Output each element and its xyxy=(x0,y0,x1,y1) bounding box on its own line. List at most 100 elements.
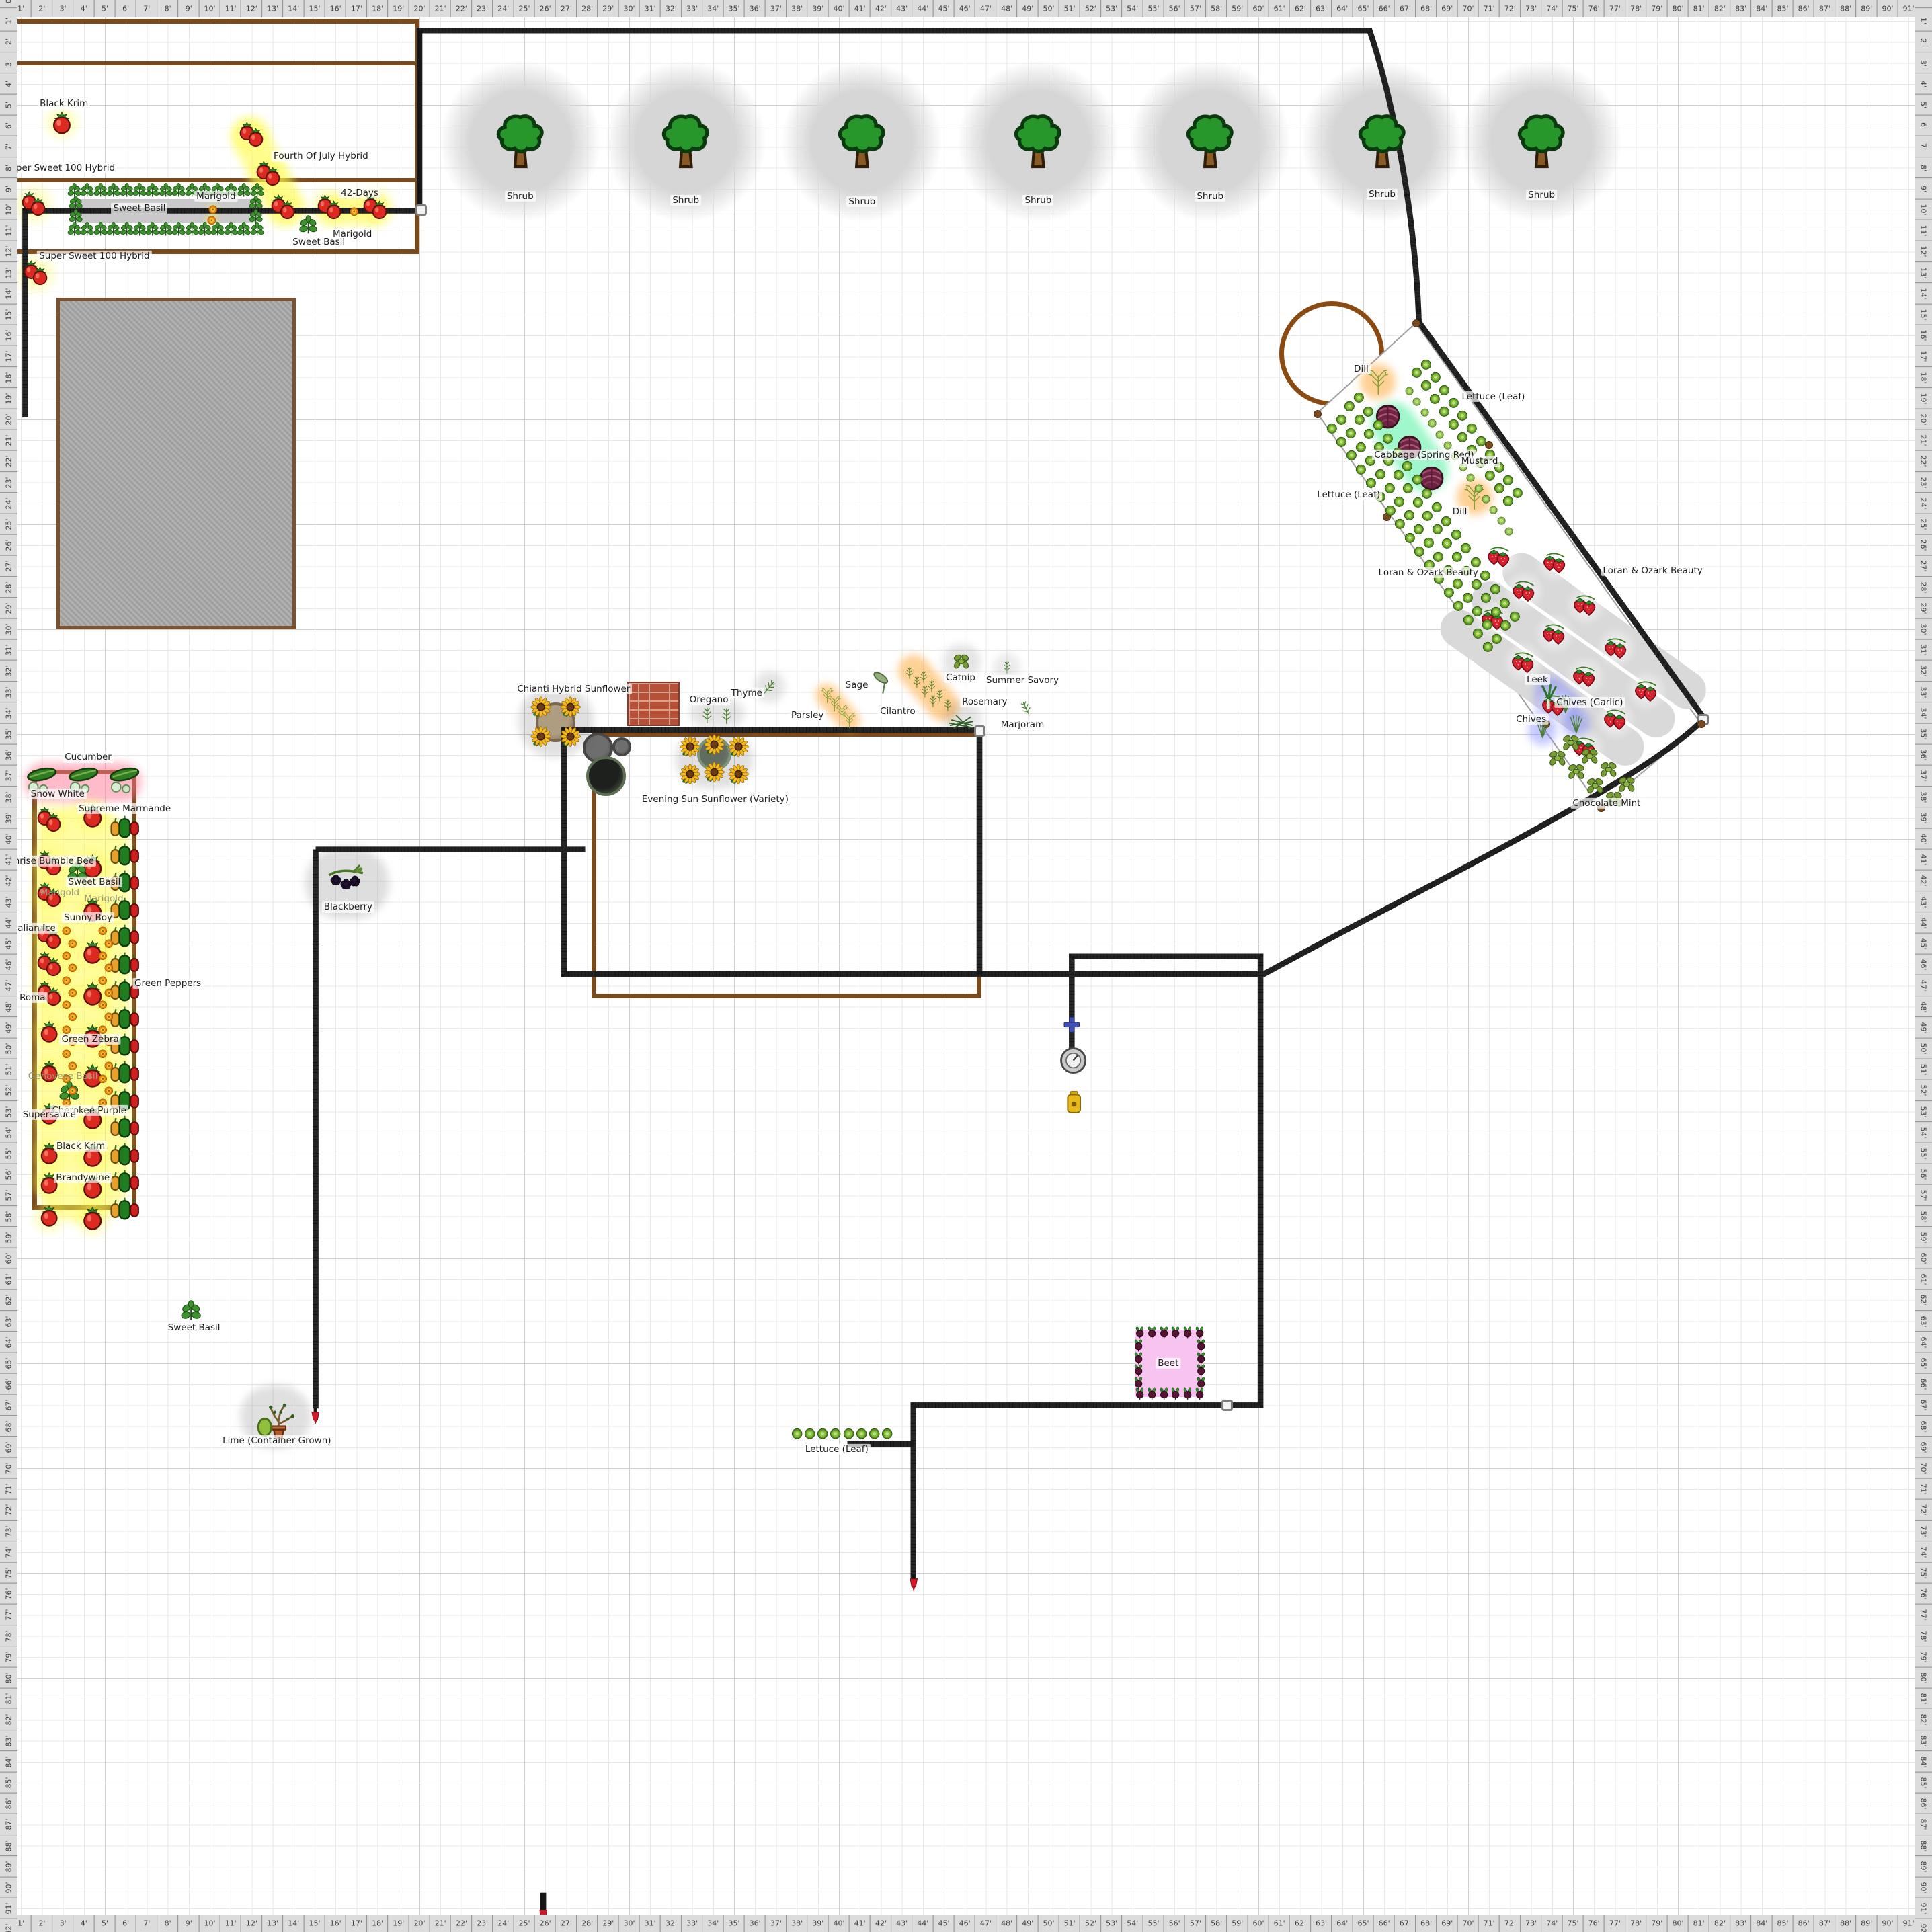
pepper-icon[interactable] xyxy=(109,813,140,844)
sprig-icon[interactable] xyxy=(932,688,947,702)
beet-icon[interactable] xyxy=(1195,1352,1207,1365)
plant-label[interactable]: Green Peppers xyxy=(132,978,204,990)
lettuce-icon[interactable] xyxy=(1431,523,1444,536)
valve-icon[interactable] xyxy=(1063,1016,1081,1034)
beet-icon[interactable] xyxy=(1158,1326,1170,1339)
blackberry-icon[interactable] xyxy=(326,861,366,901)
marigold-icon[interactable] xyxy=(67,1012,78,1022)
plant-label[interactable]: Evening Sun Sunflower (Variety) xyxy=(639,793,791,805)
beet-icon[interactable] xyxy=(1132,1339,1145,1352)
lettuce-icon[interactable] xyxy=(1438,384,1451,397)
mustard-icon[interactable] xyxy=(1465,472,1476,483)
lettuce-icon[interactable] xyxy=(1326,422,1338,435)
mustard-icon[interactable] xyxy=(1426,417,1438,429)
lettuce-icon[interactable] xyxy=(1421,510,1434,522)
tree-icon[interactable] xyxy=(657,113,714,169)
pepper-icon[interactable] xyxy=(109,1195,140,1226)
plant-label[interactable]: Shrub xyxy=(1195,190,1226,202)
lettuce-icon[interactable] xyxy=(868,1427,881,1440)
lettuce-icon[interactable] xyxy=(1489,583,1502,596)
lettuce-icon[interactable] xyxy=(1441,537,1453,550)
lettuce-icon[interactable] xyxy=(1420,358,1433,371)
plant-label[interactable]: Dill xyxy=(1352,364,1371,375)
beet-icon[interactable] xyxy=(1169,1326,1182,1339)
basil-icon[interactable] xyxy=(93,183,108,198)
lettuce-icon[interactable] xyxy=(1490,633,1503,645)
lettuce-icon[interactable] xyxy=(855,1427,868,1440)
patio-area[interactable] xyxy=(56,298,296,629)
plant-label[interactable]: Mustard xyxy=(1459,456,1500,467)
mint-icon[interactable] xyxy=(1561,733,1581,753)
basil-icon[interactable] xyxy=(119,222,134,237)
basil-icon[interactable] xyxy=(249,183,265,198)
tomato-icon[interactable] xyxy=(80,1206,105,1231)
mint-icon[interactable] xyxy=(1547,748,1568,768)
lettuce-icon[interactable] xyxy=(1355,463,1367,476)
sprig-icon[interactable] xyxy=(697,705,717,725)
plant-label[interactable]: Super Sweet 100 Hybrid xyxy=(2,162,118,173)
tap-icon[interactable] xyxy=(1061,1090,1086,1115)
sprig-icon[interactable] xyxy=(910,674,924,689)
irrigation-hose[interactable] xyxy=(316,850,586,1408)
sprig-icon[interactable] xyxy=(924,678,939,693)
plant-label[interactable]: Fourth Of July Hybrid xyxy=(272,151,370,162)
plant-label[interactable]: Lettuce (Leaf) xyxy=(803,1443,871,1455)
beet-icon[interactable] xyxy=(1193,1387,1206,1400)
lettuce-icon[interactable] xyxy=(1393,495,1406,508)
plant-label[interactable]: Rosemary xyxy=(960,696,1010,707)
pepper-icon[interactable] xyxy=(109,1058,140,1090)
lettuce-icon[interactable] xyxy=(1335,436,1348,448)
sprig-icon[interactable] xyxy=(926,693,940,708)
strawberry-icon[interactable] xyxy=(1604,636,1629,660)
marigold-icon[interactable] xyxy=(61,951,72,961)
plant-label[interactable]: Sweet Basil xyxy=(165,1322,223,1334)
lettuce-icon[interactable] xyxy=(791,1427,803,1440)
plant-label[interactable]: Shrub xyxy=(1022,194,1054,206)
marigold-icon[interactable] xyxy=(104,1061,114,1072)
tree-icon[interactable] xyxy=(1354,113,1410,169)
plant-label[interactable]: Black Krim xyxy=(54,1140,108,1152)
basil-icon[interactable] xyxy=(119,183,134,198)
hose-elbow-connector[interactable] xyxy=(415,204,427,216)
rosemary-icon[interactable] xyxy=(946,702,977,733)
lettuce-icon[interactable] xyxy=(1410,366,1423,379)
lettuce-icon[interactable] xyxy=(1365,477,1377,489)
tomato-icon[interactable] xyxy=(38,1205,61,1227)
beet-icon[interactable] xyxy=(1133,1387,1146,1400)
lettuce-icon[interactable] xyxy=(1490,606,1502,618)
cucumber-icon[interactable] xyxy=(107,764,140,797)
plant-label[interactable]: Super Sweet 100 Hybrid xyxy=(37,250,152,261)
lettuce-icon[interactable] xyxy=(1447,418,1460,431)
tree-icon[interactable] xyxy=(1010,113,1066,169)
lettuce-icon[interactable] xyxy=(1355,441,1367,454)
plant-label[interactable]: Snow White xyxy=(28,788,87,799)
dillp-icon[interactable] xyxy=(1365,368,1392,396)
lettuce-icon[interactable] xyxy=(1362,405,1375,418)
lettuce-icon[interactable] xyxy=(1459,542,1472,555)
strawberry-icon[interactable] xyxy=(1488,545,1512,569)
sprig-icon[interactable] xyxy=(1013,695,1038,720)
brick-paving[interactable] xyxy=(627,682,680,726)
dillp-icon[interactable] xyxy=(826,695,843,712)
strawberry-icon[interactable] xyxy=(1543,622,1567,646)
plant-label[interactable]: Dill xyxy=(1450,506,1470,518)
lettuce-icon[interactable] xyxy=(1384,504,1397,517)
lettuce-icon[interactable] xyxy=(1451,577,1464,590)
basil-icon[interactable] xyxy=(236,222,251,237)
lettuce-icon[interactable] xyxy=(1422,536,1435,549)
pair-icon[interactable] xyxy=(255,160,282,188)
marigold-icon[interactable] xyxy=(67,938,78,949)
pepper-icon[interactable] xyxy=(109,895,140,926)
dillp-icon[interactable] xyxy=(841,712,858,729)
lettuce-icon[interactable] xyxy=(1374,468,1387,481)
plant-label[interactable]: Thyme xyxy=(729,688,764,699)
plant-label[interactable]: Shrub xyxy=(846,196,878,207)
plant-label[interactable]: Marjoram xyxy=(998,719,1047,731)
lettuce-icon[interactable] xyxy=(1411,473,1424,486)
basil-icon[interactable] xyxy=(298,215,319,236)
marigold-icon[interactable] xyxy=(97,1024,108,1035)
tree-icon[interactable] xyxy=(1513,113,1570,169)
basil-icon[interactable] xyxy=(93,222,108,237)
lettuce-icon[interactable] xyxy=(816,1427,829,1440)
lettuce-icon[interactable] xyxy=(1345,449,1358,462)
